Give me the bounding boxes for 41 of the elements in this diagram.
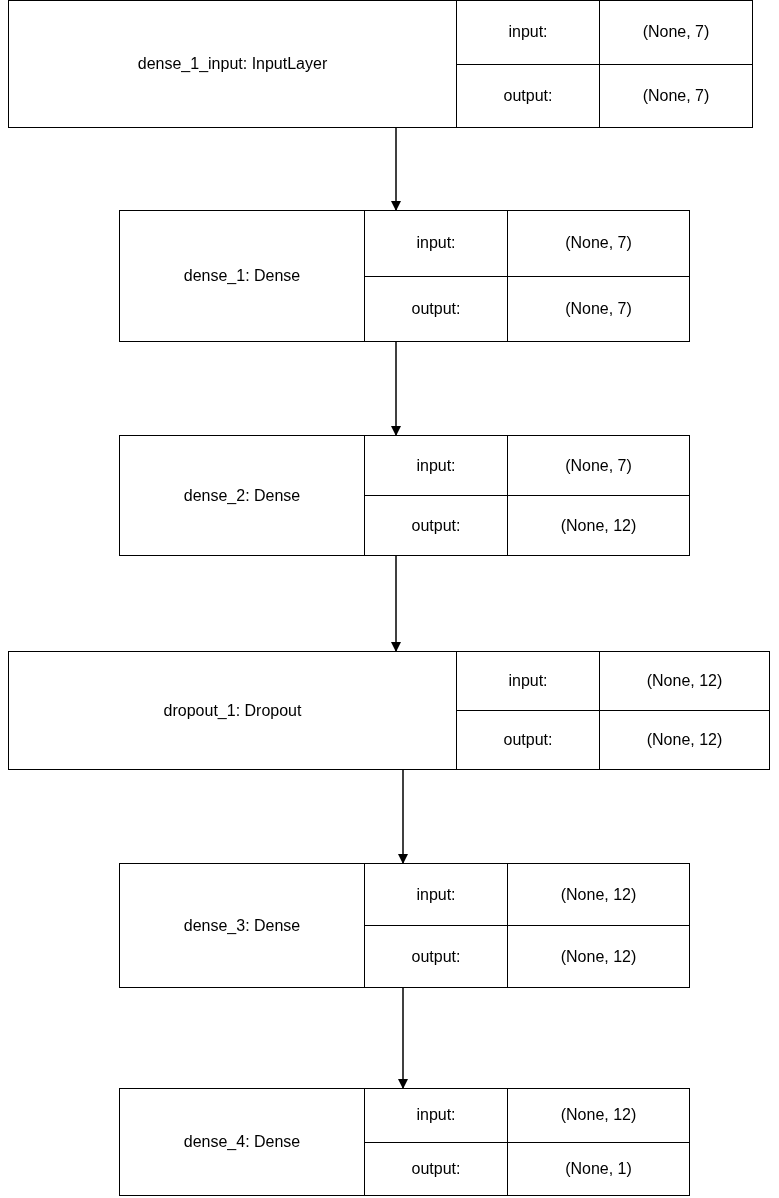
port-label: input: (416, 884, 456, 905)
arrow (398, 769, 408, 864)
shape-value: (None, 12) (646, 671, 723, 691)
layer-box (8, 0, 753, 128)
layer-name: dense_3: Dense (183, 915, 301, 936)
port-label: input: (508, 22, 548, 43)
port-label: input: (416, 233, 456, 254)
layer-box (8, 651, 770, 770)
layer-name: dense_1: Dense (183, 266, 301, 286)
layer-box (119, 863, 690, 988)
shape-value: (None, 12) (646, 730, 723, 750)
shape-value: (None, 7) (565, 455, 632, 476)
port-label: input: (416, 1105, 456, 1126)
shape-value: (None, 12) (560, 1105, 637, 1126)
port-label: output: (411, 515, 461, 536)
shape-value: (None, 1) (565, 1158, 632, 1179)
layer-name: dense_1_input: InputLayer (137, 54, 328, 74)
port-label: output: (411, 1158, 461, 1179)
shape-value: (None, 7) (565, 298, 632, 319)
port-label: output: (503, 730, 553, 750)
port-label: input: (508, 671, 548, 691)
shape-value: (None, 12) (560, 884, 637, 905)
layer-name: dense_4: Dense (183, 1132, 301, 1152)
layer-box (119, 1088, 690, 1196)
arrow (391, 341, 401, 436)
port-label: input: (416, 455, 456, 476)
layer-name: dense_2: Dense (183, 485, 301, 506)
layer-box (119, 435, 690, 556)
layer-name: dropout_1: Dropout (163, 700, 302, 721)
port-label: output: (503, 85, 553, 106)
arrow (398, 987, 408, 1089)
shape-value: (None, 7) (642, 85, 710, 106)
shape-value: (None, 7) (642, 22, 710, 43)
shape-value: (None, 12) (560, 515, 637, 536)
arrow (391, 555, 401, 652)
layer-box (119, 210, 690, 342)
arrow (391, 127, 401, 211)
shape-value: (None, 12) (560, 946, 637, 967)
port-label: output: (411, 298, 461, 319)
shape-value: (None, 7) (565, 233, 632, 254)
port-label: output: (411, 946, 461, 967)
